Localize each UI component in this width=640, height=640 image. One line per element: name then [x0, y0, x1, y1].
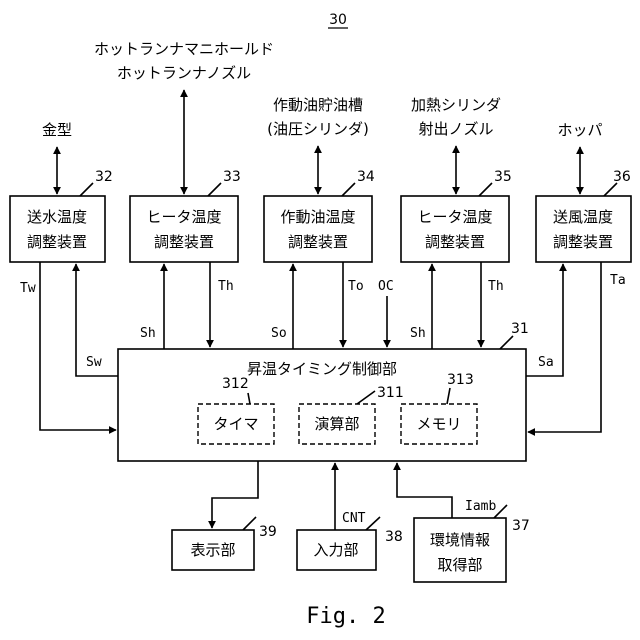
ref-leader-32	[80, 183, 93, 196]
ref-311: 311	[377, 385, 404, 401]
device-34-line1: 作動油温度	[280, 208, 355, 226]
signal-to: To	[348, 279, 364, 294]
target-injection-nozzle: 射出ノズル	[418, 120, 493, 138]
signal-sa: Sa	[538, 355, 554, 370]
device-box-36	[536, 196, 631, 262]
device-33-line1: ヒータ温度	[146, 208, 221, 226]
figure-caption: Fig. 2	[306, 604, 385, 629]
ref-38: 38	[385, 529, 403, 545]
ref-313: 313	[447, 372, 474, 388]
device-33-line2: 調整装置	[154, 233, 214, 251]
ref-36: 36	[613, 169, 631, 185]
target-mold: 金型	[42, 121, 72, 139]
ref-37: 37	[512, 518, 530, 534]
ref-leader-33	[208, 183, 221, 196]
ref-leader-31	[500, 336, 513, 349]
input-label: 入力部	[313, 541, 358, 559]
signal-tw-line	[40, 262, 116, 430]
signal-cnt: CNT	[342, 511, 366, 526]
signal-oc: OC	[378, 279, 394, 294]
ref-leader-34	[342, 183, 355, 196]
display-label: 表示部	[190, 541, 235, 559]
env-link-line	[397, 463, 452, 518]
target-hopper: ホッパ	[557, 121, 602, 139]
ref-34: 34	[357, 169, 375, 185]
signal-iamb: Iamb	[465, 499, 496, 514]
device-36-line1: 送風温度	[553, 208, 613, 226]
env-line1: 環境情報	[430, 531, 490, 549]
target-hydraulic-cylinder: (油圧シリンダ)	[267, 120, 369, 138]
device-35-line2: 調整装置	[425, 233, 485, 251]
arithmetic-label: 演算部	[314, 415, 359, 433]
ref-leader-35	[479, 183, 492, 196]
signal-sh-35: Sh	[410, 326, 426, 341]
display-link-line	[212, 461, 258, 528]
signal-tw: Tw	[20, 281, 36, 296]
ref-312: 312	[222, 376, 249, 392]
signal-sh-33: Sh	[140, 326, 156, 341]
signal-ta: Ta	[610, 273, 626, 288]
env-line2: 取得部	[437, 556, 482, 574]
signal-th-33: Th	[218, 279, 234, 294]
device-34-line2: 調整装置	[288, 233, 348, 251]
signal-th-35: Th	[488, 279, 504, 294]
controller-title: 昇温タイミング制御部	[247, 360, 397, 378]
ref-33: 33	[223, 169, 241, 185]
signal-sw: Sw	[86, 355, 102, 370]
device-box-32	[10, 196, 105, 262]
timer-label: タイマ	[213, 415, 258, 433]
target-hot-runner-nozzle: ホットランナノズル	[117, 64, 251, 82]
signal-so: So	[271, 326, 287, 341]
device-box-35	[401, 196, 509, 262]
ref-32: 32	[95, 169, 113, 185]
ref-31: 31	[511, 321, 529, 337]
ref-35: 35	[494, 169, 512, 185]
device-36-line2: 調整装置	[553, 233, 613, 251]
memory-label: メモリ	[416, 415, 461, 433]
target-hydraulic-oil-tank: 作動油貯油槽	[273, 96, 363, 114]
figure-number: 30	[329, 12, 347, 28]
device-box-34	[264, 196, 372, 262]
target-hot-runner-manifold: ホットランナマニホールド	[94, 40, 274, 58]
device-box-33	[130, 196, 238, 262]
signal-ta-line	[528, 262, 601, 432]
device-32-line1: 送水温度	[27, 208, 87, 226]
target-heating-cylinder: 加熱シリンダ	[411, 96, 501, 114]
device-35-line1: ヒータ温度	[417, 208, 492, 226]
device-32-line2: 調整装置	[27, 233, 87, 251]
ref-39: 39	[259, 524, 277, 540]
ref-leader-39	[243, 517, 256, 530]
ref-leader-38	[366, 517, 380, 530]
